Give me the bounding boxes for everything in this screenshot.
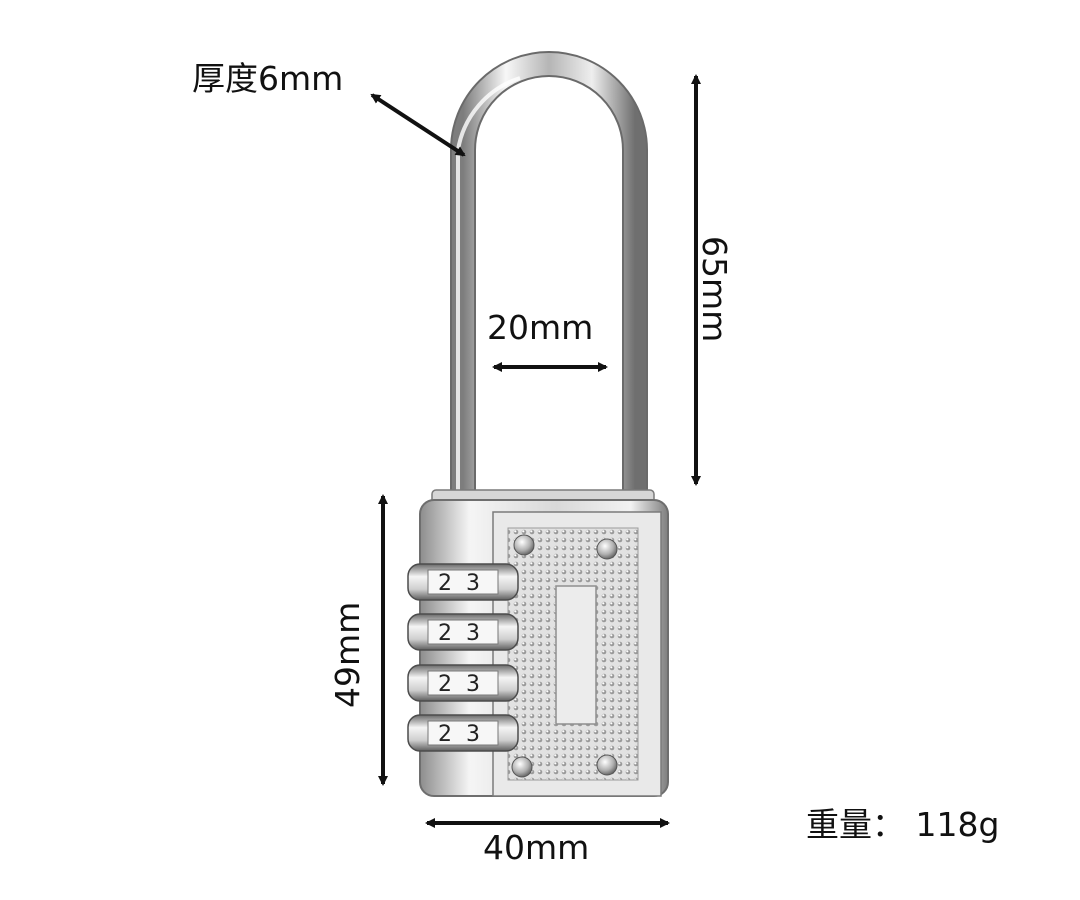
thickness-arrow: [370, 93, 466, 157]
dial-digit: 2: [438, 621, 452, 646]
dial-digit: 3: [466, 621, 480, 646]
shackle-gap-label: 20mm: [487, 308, 594, 347]
dial-digit: 2: [438, 722, 452, 747]
body-width-label: 40mm: [483, 828, 590, 867]
dial-digit: 3: [466, 672, 480, 697]
shackle: [450, 51, 648, 500]
shackle-height-label: 65mm: [695, 236, 734, 343]
dial-digit: 3: [466, 571, 480, 596]
weight-label: 重量： 118g: [806, 805, 1000, 844]
thickness-label: 厚度6mm: [192, 59, 344, 98]
dial-digit: 3: [466, 722, 480, 747]
dial-digit: 2: [438, 571, 452, 596]
rivet-bottom-left: [511, 756, 533, 778]
label-slot: [555, 585, 597, 725]
rivet-bottom-right: [596, 754, 618, 776]
rivet-top-right: [596, 538, 618, 560]
dial-digit: 2: [438, 672, 452, 697]
body-height-label: 49mm: [328, 601, 367, 708]
rivet-top-left: [513, 534, 535, 556]
